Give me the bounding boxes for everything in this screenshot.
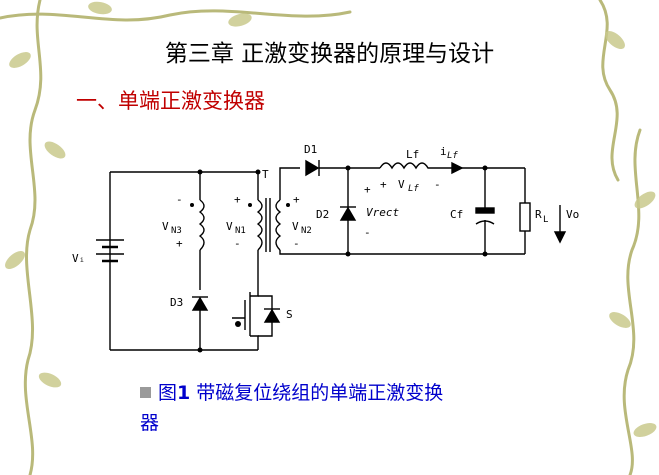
capacitor-cf-symbol — [475, 168, 495, 254]
label-n2-minus: - — [293, 237, 300, 250]
page-title: 第三章 正激变换器的原理与设计 — [164, 41, 495, 67]
label-vrect-minus: - — [364, 226, 371, 239]
label-n1-minus: - — [234, 237, 241, 250]
label-vn1-sub: N1 — [235, 226, 246, 236]
label-t: T — [262, 168, 269, 181]
label-n1-plus: + — [234, 193, 241, 206]
label-vo: Vo — [566, 208, 579, 221]
label-rl-sub: L — [543, 215, 548, 225]
winding-n2 — [275, 199, 282, 251]
label-ilf: i — [440, 145, 447, 158]
label-ilf-sub: Lf — [447, 151, 458, 161]
diode-d1-symbol — [305, 159, 320, 177]
label-n3-minus: - — [176, 193, 183, 206]
inductor-lf — [379, 162, 470, 170]
label-vi: Vᵢ — [72, 252, 85, 265]
bullet-square — [140, 387, 151, 398]
label-s: S — [286, 308, 293, 321]
caption-line-2: 器 — [140, 412, 160, 434]
label-vlf-plus: + — [380, 178, 387, 191]
label-vlf: V — [398, 178, 405, 191]
label-vn1: V — [226, 220, 233, 233]
caption-number: 1 — [177, 382, 191, 404]
label-d1: D1 — [304, 143, 317, 156]
label-vn2: V — [292, 220, 299, 233]
label-cf: Cf — [450, 208, 463, 221]
label-vn2-sub: N2 — [301, 226, 312, 236]
label-vlf-minus: - — [434, 178, 441, 191]
label-n3-plus: + — [176, 237, 183, 250]
label-lf: Lf — [406, 148, 419, 161]
caption-text: 带磁复位绕组的单端正激变换 — [190, 382, 444, 404]
mosfet-switch-symbol — [232, 290, 281, 350]
winding-n1 — [256, 199, 263, 251]
battery-symbol — [96, 239, 124, 263]
label-vn3-sub: N3 — [171, 226, 182, 236]
label-n2-plus: + — [293, 193, 300, 206]
label-vlf-sub: Lf — [408, 184, 419, 194]
label-d2: D2 — [316, 208, 329, 221]
winding-n3 — [198, 199, 205, 251]
section-heading: 一、单端正激变换器 — [76, 89, 265, 113]
caption-prefix: 图 — [158, 382, 178, 404]
label-vrect: Vrect — [366, 206, 399, 219]
label-rl: R — [535, 208, 542, 221]
label-d3: D3 — [170, 296, 183, 309]
figure-caption: 图1 带磁复位绕组的单端正激变换 器 — [140, 378, 560, 438]
diode-d2-symbol — [339, 168, 357, 254]
resistor-rl-symbol — [519, 168, 531, 254]
label-vrect-plus: + — [364, 183, 371, 196]
label-vn3: V — [162, 220, 169, 233]
diode-d3-symbol — [191, 296, 209, 311]
